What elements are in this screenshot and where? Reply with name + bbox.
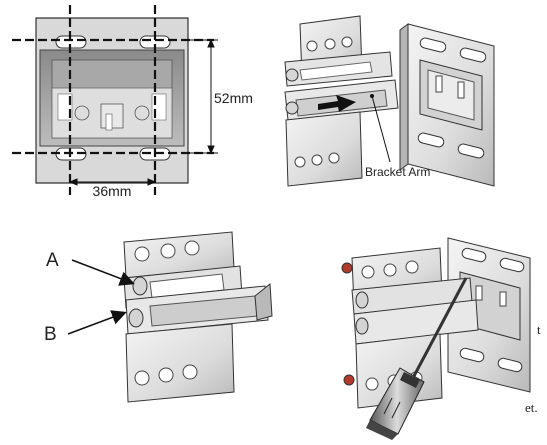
bracket-arm-leader bbox=[371, 95, 391, 163]
red-screw-cap bbox=[343, 374, 355, 386]
insert-arm-panel: Bracket Arm bbox=[284, 15, 495, 187]
monitor-bracket bbox=[284, 15, 399, 187]
width-dimension bbox=[68, 178, 157, 186]
wall-plate bbox=[399, 23, 495, 187]
height-label: 52mm bbox=[214, 90, 253, 106]
label-b: B bbox=[44, 324, 57, 345]
screw-panel: A B bbox=[44, 231, 273, 403]
page-text-fragment: t bbox=[537, 322, 541, 337]
height-dimension bbox=[190, 38, 218, 155]
insert-arrow bbox=[318, 95, 356, 112]
center-lines bbox=[12, 5, 214, 195]
label-a: A bbox=[46, 250, 59, 271]
width-label: 36mm bbox=[93, 183, 132, 199]
bracket-side-view bbox=[123, 231, 273, 403]
screwdriver-icon bbox=[366, 277, 468, 440]
wall-plate-front-view bbox=[35, 17, 189, 184]
screwdriver-panel bbox=[341, 237, 531, 440]
bracket-arm-label: Bracket Arm bbox=[365, 165, 430, 179]
arrow-b bbox=[67, 310, 127, 335]
page-text-fragment: et. bbox=[525, 400, 538, 415]
red-screw-cap bbox=[341, 262, 353, 274]
dimension-panel: 52mm 36mm bbox=[12, 5, 253, 199]
arrow-a bbox=[71, 259, 135, 286]
